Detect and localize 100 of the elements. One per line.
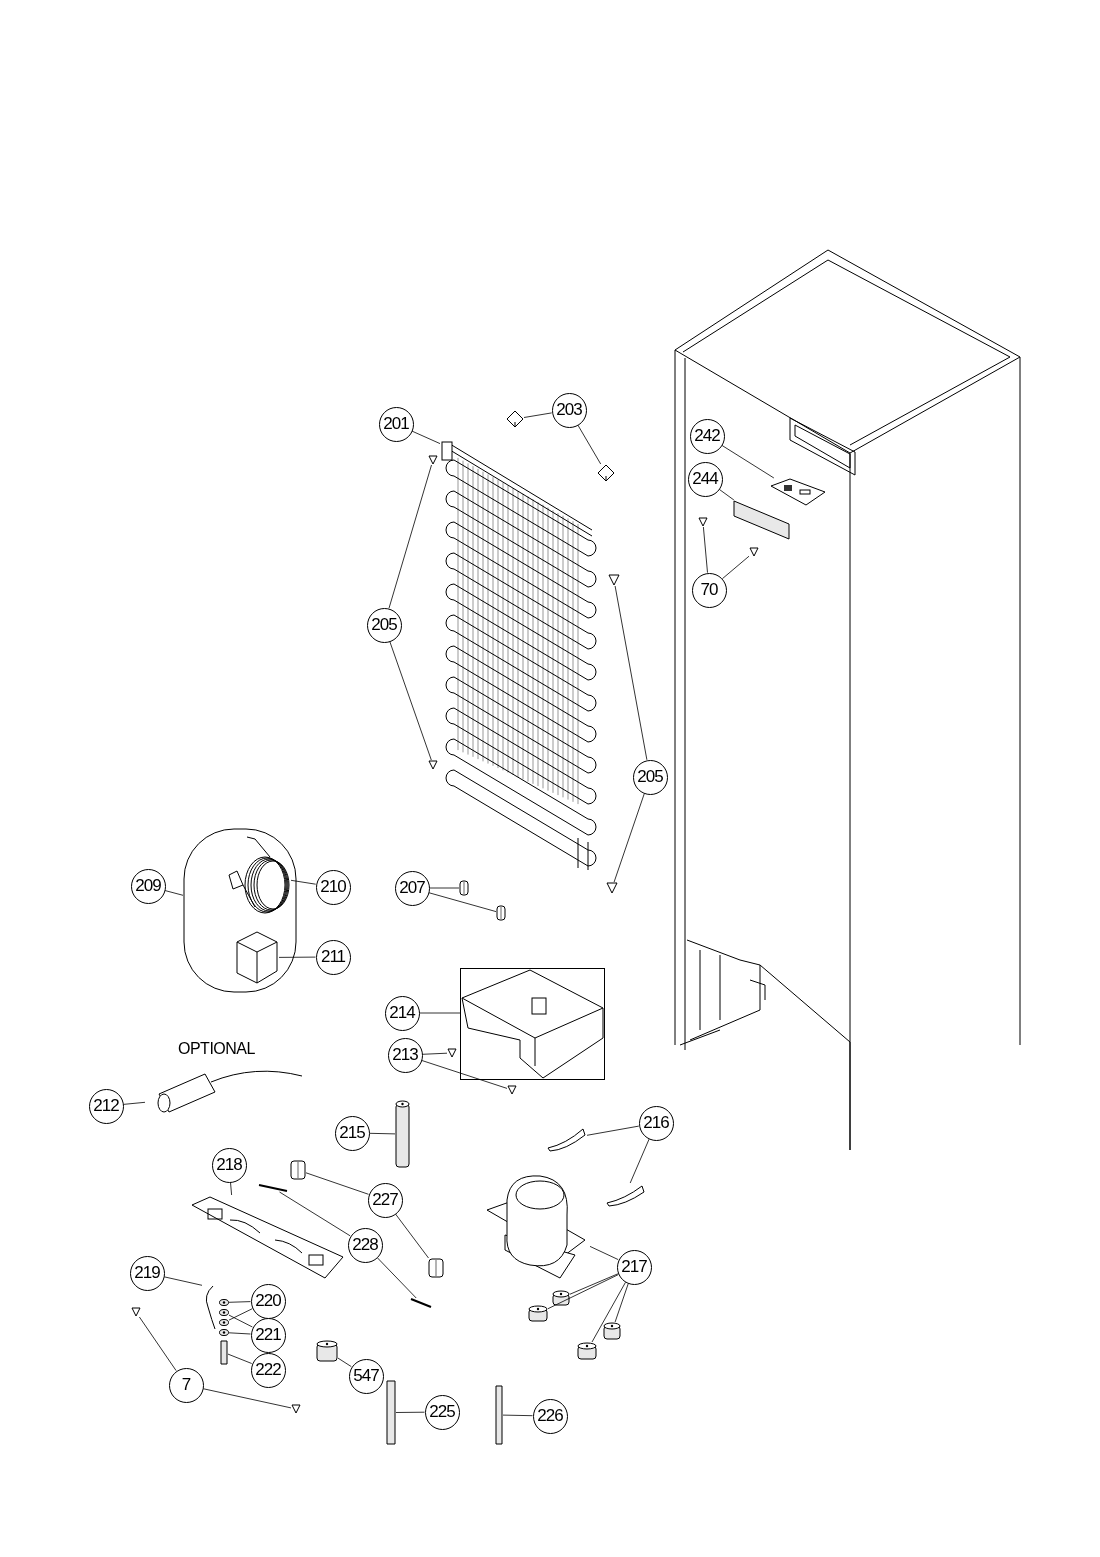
rubber-foot-icon <box>603 1322 621 1340</box>
pipe-drawing <box>386 1380 396 1445</box>
screw-icon <box>428 760 438 770</box>
callout-number: 207 <box>394 870 430 906</box>
bolt-icon <box>220 1340 228 1365</box>
leader-line <box>411 430 441 444</box>
washer-icon <box>219 1319 229 1326</box>
callout-number: 227 <box>367 1182 403 1218</box>
callout-number: 7 <box>168 1367 204 1403</box>
leader-line <box>703 526 708 573</box>
leader-line <box>376 1257 417 1299</box>
leader-line <box>337 1357 352 1367</box>
leader-line <box>429 887 460 889</box>
callout-number: 211 <box>315 939 351 975</box>
leader-line <box>228 1308 253 1321</box>
base-plate-drawing <box>190 1195 345 1280</box>
leader-line <box>718 488 735 501</box>
spacer-icon <box>459 880 469 896</box>
leader-line <box>388 464 432 609</box>
callout-number: 220 <box>250 1283 286 1319</box>
box-icon <box>235 930 279 985</box>
leader-line <box>591 1281 626 1343</box>
leader-line <box>613 793 645 883</box>
callout-number: 242 <box>689 418 725 454</box>
leader-line <box>278 956 316 958</box>
screw-icon <box>428 455 438 465</box>
callout-number: 203 <box>551 392 587 428</box>
washer-icon <box>219 1329 229 1336</box>
screw-icon <box>749 547 759 557</box>
callout-number: 212 <box>88 1088 124 1124</box>
drip-tray-drawing <box>460 968 605 1080</box>
leader-line <box>139 1316 177 1371</box>
screw-icon <box>606 882 618 894</box>
callout-number: 214 <box>384 995 420 1031</box>
callout-number: 244 <box>687 461 723 497</box>
leader-line <box>428 892 497 912</box>
bag-outline <box>183 828 297 993</box>
leader-line <box>614 1283 629 1323</box>
screw-icon <box>507 1085 517 1095</box>
screw-icon <box>291 1404 301 1414</box>
leader-line <box>230 1182 232 1196</box>
leader-line <box>395 1213 429 1259</box>
callout-number: 205 <box>632 759 668 795</box>
callout-number: 222 <box>250 1352 286 1388</box>
leader-line <box>279 1191 351 1237</box>
power-cord-drawing <box>225 835 291 915</box>
leader-line <box>227 1353 253 1364</box>
leader-line <box>586 1125 640 1136</box>
leader-line <box>123 1101 146 1105</box>
callout-number: 225 <box>424 1394 460 1430</box>
clip-icon <box>604 1183 646 1207</box>
callout-number: 216 <box>638 1105 674 1141</box>
leader-line <box>523 412 553 418</box>
callout-number: 215 <box>334 1115 370 1151</box>
cap-icon <box>597 464 615 482</box>
screw-icon <box>447 1048 457 1058</box>
leader-line <box>228 1332 251 1335</box>
clip-icon <box>545 1126 587 1152</box>
screw-icon <box>698 517 708 527</box>
leveling-foot-icon <box>316 1340 338 1362</box>
leader-line <box>547 1274 619 1310</box>
callout-number: 210 <box>315 869 351 905</box>
callout-number: 70 <box>691 572 727 608</box>
callout-number: 201 <box>378 406 414 442</box>
leader-line <box>577 424 602 465</box>
leader-line <box>614 585 648 761</box>
leader-line <box>722 555 750 580</box>
leader-line <box>419 1012 461 1014</box>
rubber-foot-icon <box>552 1290 570 1306</box>
leader-line <box>422 1052 448 1055</box>
screw-icon <box>608 574 620 586</box>
callout-number: 226 <box>532 1398 568 1434</box>
leader-line <box>228 1301 251 1303</box>
sleeve-icon <box>428 1258 444 1278</box>
leader-line <box>395 1411 425 1413</box>
callout-number: 547 <box>348 1358 384 1394</box>
leader-line <box>228 1314 253 1328</box>
leader-line <box>290 879 317 885</box>
rubber-foot-icon <box>528 1305 548 1322</box>
leader-line <box>721 444 775 479</box>
rubber-foot-icon <box>577 1342 597 1360</box>
washer-icon <box>219 1309 229 1316</box>
leader-line <box>202 1388 292 1409</box>
callout-number: 213 <box>387 1037 423 1073</box>
leader-line <box>389 641 432 761</box>
note-text: OPTIONAL <box>178 1040 255 1058</box>
callout-number: 217 <box>616 1249 652 1285</box>
cap-icon <box>506 410 524 428</box>
sleeve-icon <box>290 1160 306 1180</box>
leader-line <box>629 1138 650 1184</box>
callout-number: 221 <box>250 1317 286 1353</box>
bracket-drawing <box>733 500 790 540</box>
callout-number: 209 <box>130 868 166 904</box>
filter-drier-drawing <box>395 1100 410 1168</box>
leader-line <box>569 1273 619 1295</box>
leader-line <box>163 1276 203 1286</box>
leader-line <box>305 1172 369 1195</box>
circuit-board-drawing <box>770 478 826 506</box>
leader-line <box>369 1132 396 1135</box>
pin-icon <box>258 1184 288 1192</box>
